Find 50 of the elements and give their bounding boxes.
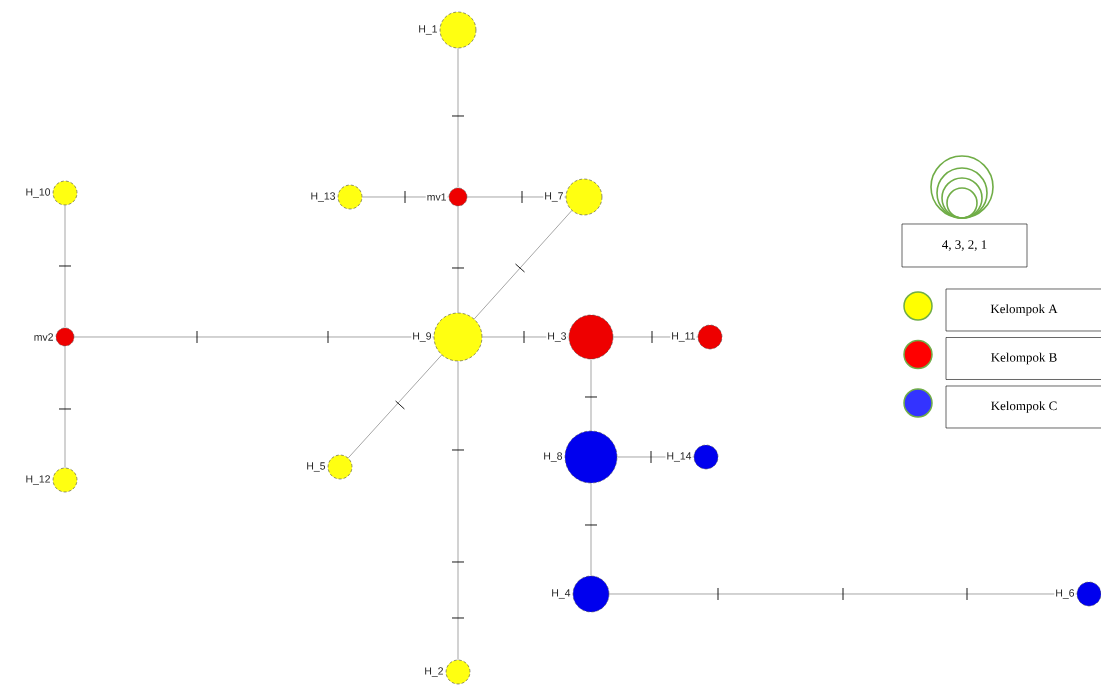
haplotype-circle — [445, 659, 471, 685]
haplotype-label: H_1 — [417, 24, 439, 36]
network-line — [73, 336, 435, 338]
haplotype-label: H_10 — [24, 187, 52, 199]
haplotype-label: H_8 — [542, 451, 564, 463]
network-line — [457, 360, 459, 661]
haplotype-circle — [1076, 581, 1101, 607]
haplotype-circle — [52, 467, 78, 493]
haplotype-circle — [433, 312, 483, 362]
network-line — [64, 345, 66, 469]
network-line — [466, 196, 567, 198]
haplotype-label: H_9 — [411, 331, 433, 343]
legend-label: 4, 3, 2, 1 — [901, 223, 1028, 268]
haplotype-label: H_3 — [546, 331, 568, 343]
legend-label: Kelompok B — [945, 337, 1101, 380]
haplotype-circle — [327, 454, 353, 480]
network-line — [590, 482, 592, 577]
haplotype-label: mv2 — [32, 332, 55, 342]
haplotype-circle — [439, 11, 477, 49]
legend-label: Kelompok C — [945, 385, 1101, 429]
network-line — [473, 210, 573, 320]
haplotype-label: H_11 — [670, 331, 697, 343]
network-line — [590, 358, 592, 432]
haplotype-label: H_5 — [305, 461, 327, 473]
network-line — [361, 196, 450, 198]
network-line — [608, 593, 1078, 595]
network-line — [347, 354, 443, 459]
haplotype-circle — [568, 314, 614, 360]
haplotype-label: H_4 — [550, 588, 572, 600]
haplotype-label: H_7 — [543, 191, 565, 203]
haplotype-circle — [448, 187, 468, 207]
haplotype-label: H_13 — [309, 191, 337, 203]
network-line — [457, 47, 459, 189]
haplotype-label: H_12 — [24, 474, 52, 486]
haplotype-label: mv1 — [425, 192, 448, 202]
haplotype-circle — [565, 178, 603, 216]
network-line — [457, 205, 459, 314]
haplotype-label: H_14 — [665, 451, 693, 463]
haplotype-label: H_2 — [423, 666, 445, 678]
haplotype-circle — [337, 184, 363, 210]
haplotype-circle — [52, 180, 78, 206]
haplotype-label: H_6 — [1054, 588, 1076, 600]
network-line — [64, 204, 66, 329]
legend-label: Kelompok A — [945, 288, 1101, 332]
haplotype-circle — [55, 327, 75, 347]
network-line — [481, 336, 570, 338]
haplotype-circle — [572, 575, 610, 613]
haplotype-circle — [697, 324, 723, 350]
haplotype-circle — [693, 444, 719, 470]
haplotype-circle — [564, 430, 618, 484]
